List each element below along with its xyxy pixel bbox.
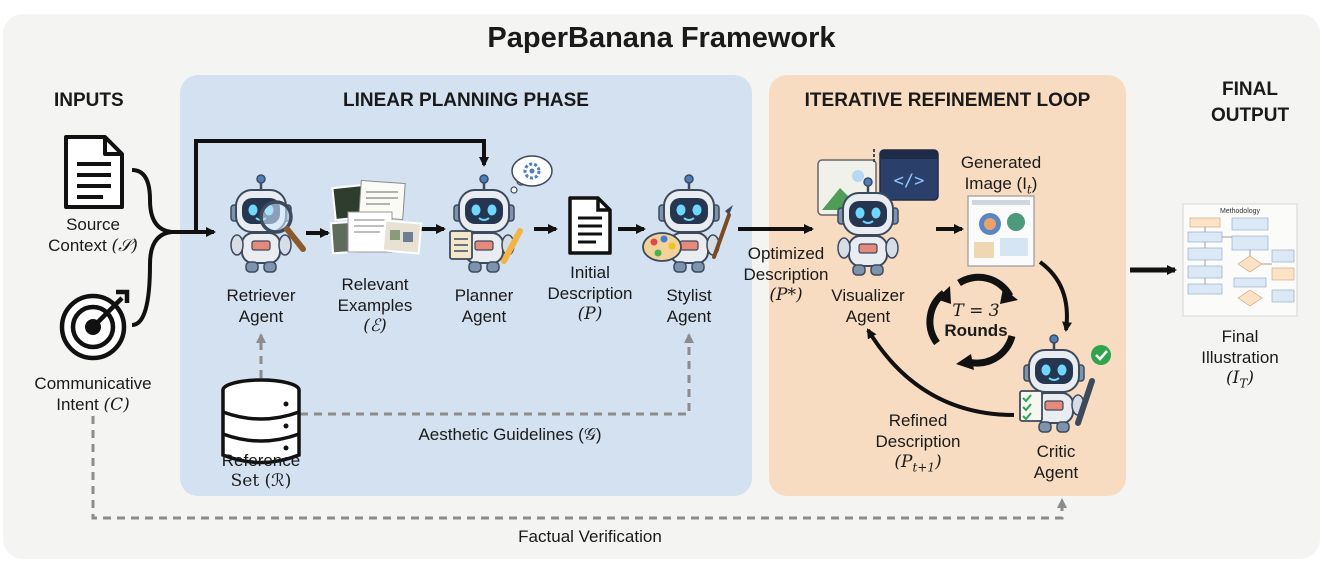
loop-line2: Rounds <box>944 321 1008 340</box>
source-context-label: Source Context (𝒮) <box>30 214 156 257</box>
final-output-line2: OUTPUT <box>1210 105 1290 126</box>
examples-symbol: (ℰ) <box>363 316 387 336</box>
intent-word: Intent <box>56 395 99 414</box>
arrow-critic-visualizer <box>866 328 1015 417</box>
stylist-robot <box>642 173 733 274</box>
arrow-image-critic <box>1038 260 1073 332</box>
critic-line2: Agent <box>1033 463 1079 482</box>
optimized-symbol: (P*) <box>769 285 803 305</box>
refinement-cycle-icon <box>926 273 1018 370</box>
inputs-header: INPUTS <box>54 90 124 111</box>
retriever-robot <box>229 173 306 274</box>
dashed-guidelines-stylist <box>300 333 694 416</box>
source-line2: Context (𝒮) <box>30 235 156 257</box>
examples-line1: Relevant <box>341 275 409 294</box>
loop-rounds-label: T = 3 Rounds <box>934 301 1018 341</box>
input-brace <box>131 168 173 327</box>
reference-line2: Set (ℛ) <box>230 471 292 491</box>
refined-line2: Description <box>875 432 961 451</box>
optimized-line1: Optimized <box>747 244 825 263</box>
factual-verification-label: Factual Verification <box>518 527 662 546</box>
planner-robot <box>449 173 523 274</box>
source-symbol: (𝒮) <box>111 236 138 256</box>
generated-line2: Image (It) <box>951 173 1051 200</box>
final-line2: Illustration <box>1201 348 1279 367</box>
refined-line1: Refined <box>888 411 948 430</box>
planner-agent-label: Planner Agent <box>434 285 534 327</box>
stylist-agent-label: Stylist Agent <box>639 285 739 327</box>
visualizer-agent-label: Visualizer Agent <box>813 285 923 327</box>
source-word: Context <box>48 236 107 255</box>
database-icon <box>221 378 301 465</box>
generated-word: Image (I <box>964 174 1027 193</box>
intent-line1: Communicative <box>34 374 152 393</box>
relevant-examples-label: Relevant Examples (ℰ) <box>325 274 425 337</box>
final-illustration-thumbnail: Methodology <box>1182 203 1298 317</box>
page-title: PaperBanana Framework <box>487 22 836 54</box>
final-subscript: T <box>1239 376 1248 391</box>
reference-set-label: Reference Set (ℛ) <box>211 450 311 492</box>
refined-symbol: (Pt+1) <box>894 452 942 475</box>
loop-line1: T = 3 <box>952 301 1000 321</box>
generated-image-label: Generated Image (It) <box>951 152 1051 200</box>
svg-text:</>: </> <box>894 171 925 191</box>
initial-symbol: (P) <box>577 304 603 324</box>
dashed-factual-verification <box>91 416 1067 520</box>
final-output-line1: FINAL <box>1222 79 1278 100</box>
source-line1: Source <box>66 215 120 234</box>
final-line1: Final <box>1221 327 1259 346</box>
generated-subscript: t <box>1026 182 1032 197</box>
critic-robot <box>1019 333 1095 434</box>
communicative-intent-label: Communicative Intent (C) <box>18 373 168 416</box>
intent-symbol: (C) <box>103 395 130 415</box>
retriever-line2: Agent <box>238 307 284 326</box>
target-icon <box>59 289 130 361</box>
iterative-loop-header: ITERATIVE REFINEMENT LOOP <box>804 90 1091 111</box>
stylist-line2: Agent <box>666 307 712 326</box>
optimized-line2: Description <box>743 265 829 284</box>
planner-line2: Agent <box>461 307 507 326</box>
arrow-to-planner-skip <box>194 139 489 232</box>
linear-phase-header: LINEAR PLANNING PHASE <box>343 90 589 111</box>
final-symbol: (IT) <box>1225 368 1254 391</box>
examples-stack-icon <box>329 179 423 255</box>
planner-line1: Planner <box>454 286 514 305</box>
generated-image-thumbnail <box>967 195 1035 267</box>
final-illustration-label: Final Illustration (IT) <box>1190 326 1290 394</box>
reference-line1: Reference <box>221 451 301 470</box>
generated-line1: Generated <box>960 153 1042 172</box>
optimized-description-label: Optimized Description (P*) <box>735 243 837 306</box>
initial-line1: Initial <box>570 263 610 282</box>
retriever-line1: Retriever <box>226 286 296 305</box>
critic-agent-label: Critic Agent <box>1006 441 1106 483</box>
final-i: (I <box>1225 368 1240 388</box>
stylist-line1: Stylist <box>666 286 712 305</box>
visualizer-line2: Agent <box>845 307 891 326</box>
examples-line2: Examples <box>337 296 413 315</box>
document-icon <box>64 135 124 209</box>
intent-line2: Intent (C) <box>18 394 168 416</box>
initial-description-doc-icon <box>568 196 612 255</box>
initial-line2: Description <box>547 284 633 303</box>
linear-phase-panel <box>180 75 752 496</box>
initial-description-label: Initial Description (P) <box>540 262 640 325</box>
checkmark-badge-icon <box>1091 345 1111 365</box>
generated-close: ) <box>1031 174 1038 193</box>
aesthetic-guidelines-label: Aesthetic Guidelines (𝒢) <box>418 425 602 444</box>
retriever-agent-label: Retriever Agent <box>211 285 311 327</box>
thought-bubble-gear-icon <box>510 155 553 194</box>
refined-p: (P <box>894 452 913 472</box>
visualizer-line1: Visualizer <box>831 286 905 305</box>
refined-subscript: t+1 <box>912 460 935 475</box>
thumbnail-title: Methodology <box>1220 208 1261 215</box>
critic-line1: Critic <box>1036 442 1076 461</box>
refined-description-label: Refined Description (Pt+1) <box>863 410 973 478</box>
final-output-header: FINAL OUTPUT <box>1180 77 1320 129</box>
